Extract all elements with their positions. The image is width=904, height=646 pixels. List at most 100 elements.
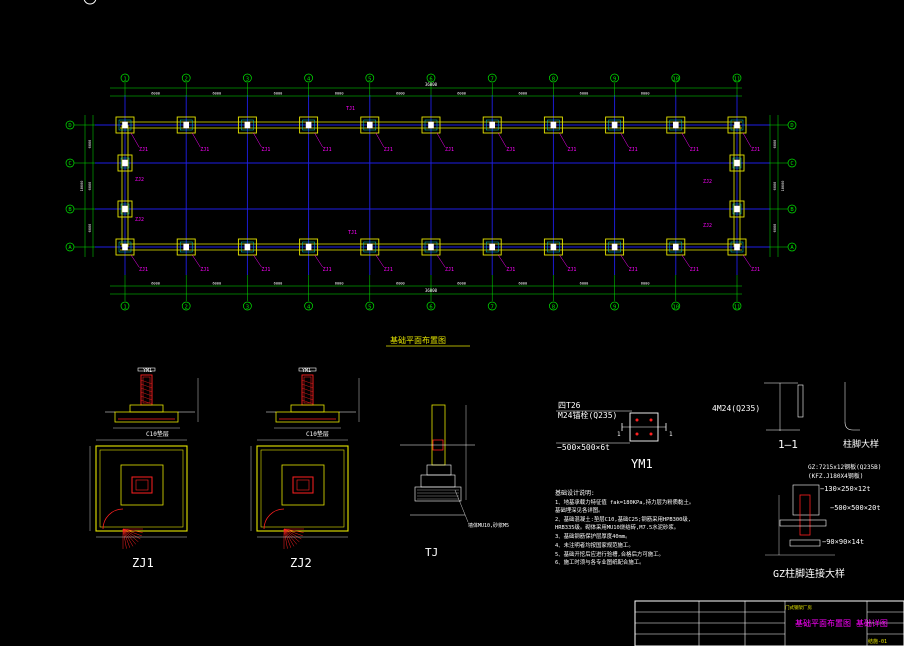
rebar-fan	[122, 528, 134, 547]
ym1-bolt-hole	[649, 432, 653, 436]
axis-bubble-bottom	[304, 301, 313, 311]
row-dim-right: 6000	[773, 140, 777, 149]
zj1-label-bottom: ZJ1	[751, 267, 760, 273]
c10-label-2: C10垫层	[306, 430, 329, 438]
notes-line: 2、基础混凝土:垫层C10,基础C25;钢筋采用HPB300级,	[555, 515, 691, 523]
tj-step	[420, 474, 456, 488]
anchor-plate	[298, 367, 317, 372]
gz-title: GZ柱脚连接大样	[773, 567, 845, 580]
footing-outline	[176, 238, 196, 256]
column-hatch	[140, 383, 153, 389]
zj1-label-bottom: ZJ1	[506, 267, 515, 273]
row-axis-letter-left: A	[68, 245, 72, 251]
footing-inner	[547, 241, 560, 253]
footing-inner	[732, 157, 742, 169]
zj2-caption: ZJ2	[290, 556, 312, 570]
footing-outline	[117, 154, 133, 172]
column-plan	[131, 476, 153, 494]
column-hatch	[140, 399, 153, 405]
ym1-section-1: 1	[669, 431, 673, 438]
footing-outline	[421, 238, 441, 256]
tj-note: 墙体MU10,砂浆M5	[468, 522, 509, 529]
title-block-sheet: 结施-01	[868, 638, 887, 645]
column-hatch	[140, 391, 153, 397]
footing-plan-outer	[256, 445, 349, 532]
footing-outline	[176, 116, 196, 134]
label-leader	[742, 254, 752, 268]
footing-inner	[179, 241, 193, 253]
column-plan-inner	[135, 479, 149, 491]
notes-line: 基础埋深见各详图。	[555, 506, 604, 514]
anchor-plate	[137, 367, 156, 372]
rebar-fan	[283, 528, 303, 537]
column-plan	[292, 476, 314, 494]
axis-bubble-top	[243, 73, 252, 83]
label-leader	[253, 254, 262, 268]
zj1-label-bottom: ZJ1	[323, 267, 332, 273]
gz-base-plate	[779, 519, 827, 527]
column-hatch	[301, 379, 314, 385]
gz-note-1: GZ:7215x12钢板(Q235B)	[808, 463, 881, 471]
footing-base	[114, 411, 179, 423]
axis-number-top: 9	[613, 77, 616, 83]
column-base	[672, 243, 679, 251]
column-base	[305, 243, 312, 251]
anchor-label: 4M24(Q235)	[712, 404, 760, 413]
rebar-fan	[122, 528, 139, 543]
plate-size-label: −500×500×6t	[557, 443, 610, 452]
axis-number-top: 2	[185, 77, 188, 83]
zj1-label-bottom: ZJ1	[445, 267, 454, 273]
axis-bubble-top	[487, 73, 497, 83]
span-dim-bottom: 6000	[212, 282, 221, 286]
row-axis-letter-left: D	[68, 123, 71, 129]
label-leader	[436, 254, 446, 268]
axis-number-bottom: 4	[307, 305, 311, 311]
ym1-tag-2: YM1	[302, 368, 311, 374]
row-axis-letter-right: D	[790, 123, 793, 129]
row-axis-letter-right: A	[790, 245, 794, 251]
footing-outline	[605, 238, 625, 256]
axis-bubble-top	[732, 73, 742, 83]
footing-outline	[237, 238, 257, 256]
design-notes: 基础设计说明: 1、地基承载力特征值 fak=180KPa,持力层为粉质黏土。 …	[555, 489, 694, 566]
label-leader	[559, 254, 568, 268]
gz-dim-1: −130×250×12t	[820, 485, 871, 493]
footing-inner	[547, 119, 560, 131]
footing-inner	[730, 119, 744, 131]
footing-inner	[669, 241, 683, 253]
column-hatch	[301, 387, 314, 393]
column-hatch	[301, 399, 314, 405]
rebar-fan	[122, 528, 142, 537]
footing-inner	[120, 157, 130, 169]
drawing-origin-marker	[83, 0, 97, 5]
label-leader	[742, 132, 752, 148]
axis-number-top: 5	[368, 77, 371, 83]
footing-plan-inner	[260, 449, 345, 528]
column-base	[734, 243, 740, 251]
axis-number-bottom: 5	[368, 305, 371, 311]
column-base	[366, 121, 373, 129]
title-block-drawing-name: 基础平面布置图 基础详图	[795, 618, 888, 628]
column-base	[611, 121, 618, 129]
axis-bubble-top	[610, 73, 619, 83]
rebar-fan	[283, 528, 295, 547]
notes-line: 6、施工时须与各专业图纸配合施工。	[555, 558, 645, 566]
zj1-caption: ZJ1	[132, 556, 154, 570]
gz-bottom-plate	[789, 539, 821, 547]
footing-inner	[732, 203, 742, 215]
column-base	[122, 121, 128, 129]
footing-inner	[363, 241, 377, 253]
footing-outline	[605, 116, 625, 134]
axis-number-top: 1	[123, 77, 126, 83]
footing-outline	[237, 116, 257, 134]
span-dim-bottom: 6000	[518, 282, 527, 286]
rebar-fan	[283, 528, 302, 540]
zj1-label-bottom: ZJ1	[690, 267, 699, 273]
label-leader	[497, 132, 507, 148]
footing-outline	[360, 116, 380, 134]
column-base	[244, 243, 251, 251]
axis-number-bottom: 8	[552, 305, 555, 311]
